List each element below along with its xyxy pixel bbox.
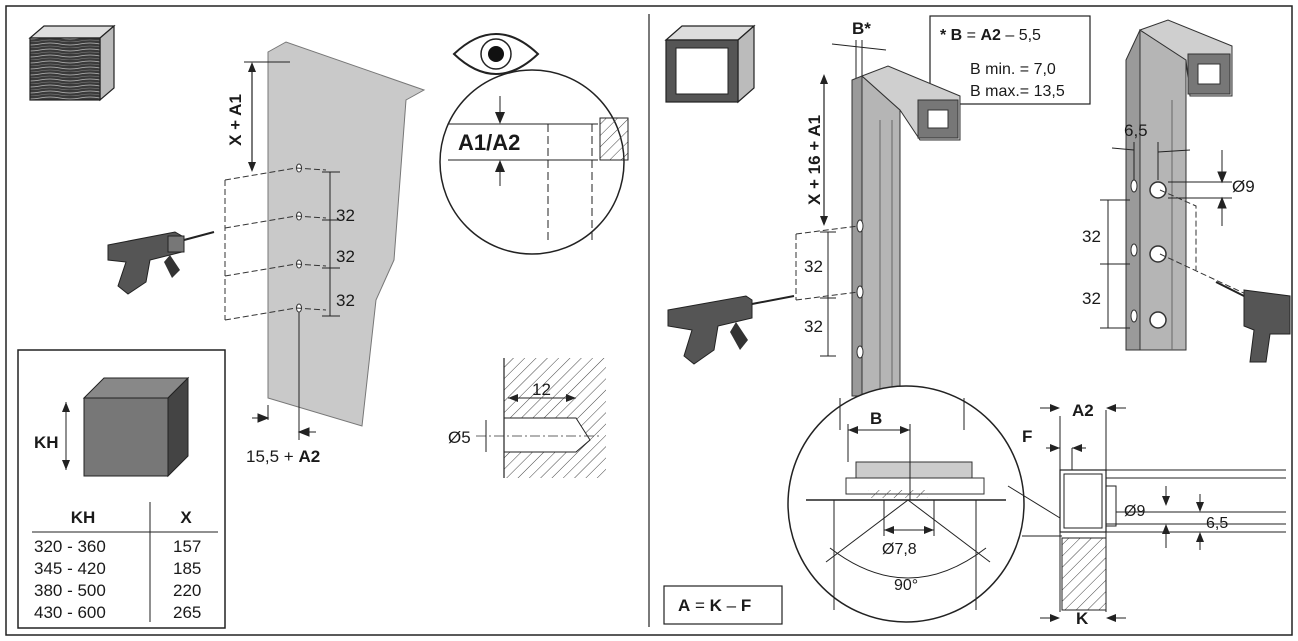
spacing-label-1: 32 (336, 206, 355, 225)
projection-lines-mid (795, 225, 859, 301)
spacing-dims-left (322, 171, 340, 317)
detail-circle-a1a2 (439, 69, 629, 255)
spacing-label-mid-1: 32 (804, 257, 823, 276)
spacing-label-3: 32 (336, 291, 355, 310)
side-panel (267, 41, 426, 427)
table-row-3-x: 220 (173, 581, 201, 600)
detail-d78-label: Ø7,8 (882, 541, 917, 558)
dim-x16a1-label: X + 16 + A1 (805, 115, 824, 205)
detail-label-a1a2: A1/A2 (458, 130, 520, 155)
hole-depth-label: 12 (532, 380, 551, 399)
b-min: B min. = 7,0 (970, 61, 1056, 78)
spacing-dims-mid (820, 231, 836, 357)
a-formula-box (663, 585, 783, 625)
table-header-x: X (180, 508, 192, 527)
b-formula: * B = A2 – 5,5 (940, 27, 1041, 44)
dim-65-top (1111, 142, 1191, 180)
spacing-dims-right (1100, 199, 1130, 329)
detail-circle-hinge (787, 385, 1025, 623)
kh-label: KH (34, 433, 59, 452)
frame-profile-right (1125, 19, 1233, 351)
section-f-label: F (1022, 427, 1032, 446)
kh-table-rows: 320 - 360 157 345 - 420 185 380 - 500 22… (34, 537, 201, 622)
b-formula-box (929, 15, 1091, 105)
projection-lines (224, 167, 327, 321)
leader-line (1007, 485, 1061, 519)
section-a2-label: A2 (1072, 401, 1094, 420)
table-row-1-kh: 320 - 360 (34, 537, 106, 556)
projection-lines-right (1159, 189, 1251, 297)
hole-section-detail (476, 358, 606, 478)
frame-profile-left (851, 65, 961, 397)
drill-icon (107, 231, 215, 295)
hole-diameter-label: Ø5 (448, 428, 471, 447)
spacing-label-right-1: 32 (1082, 227, 1101, 246)
outer-frame (5, 5, 1293, 636)
dim-d9-top-label: Ø9 (1232, 177, 1255, 196)
table-row-4-kh: 430 - 600 (34, 603, 106, 622)
b-star-label: B* (852, 19, 871, 38)
a-formula: A = K – F (678, 596, 751, 615)
section-view (1022, 404, 1286, 622)
drill-icon-3 (1215, 281, 1291, 363)
detail-b-label: B (870, 409, 882, 428)
dim-x-a1-label: X + A1 (226, 94, 245, 146)
table-row-2-x: 185 (173, 559, 201, 578)
wood-cabinet-icon (28, 24, 116, 102)
kh-cabinet-icon (62, 376, 190, 478)
dim-65-top-label: 6,5 (1124, 121, 1148, 140)
spacing-label-right-2: 32 (1082, 289, 1101, 308)
table-row-2-kh: 345 - 420 (34, 559, 106, 578)
b-max: B max.= 13,5 (970, 83, 1065, 100)
offset-dim (252, 312, 316, 440)
table-row-4-x: 265 (173, 603, 201, 622)
table-row-3-kh: 380 - 500 (34, 581, 106, 600)
eye-icon (452, 33, 540, 75)
table-row-1-x: 157 (173, 537, 201, 556)
section-d9-label: Ø9 (1124, 503, 1145, 520)
offset-dim-label: 15,5 + A2 (246, 447, 320, 466)
section-65-label: 6,5 (1206, 515, 1228, 532)
detail-angle-label: 90° (894, 577, 918, 594)
frame-cabinet-icon (664, 24, 756, 104)
drill-icon-2 (667, 295, 795, 365)
table-header-kh: KH (71, 508, 96, 527)
section-k-label: K (1076, 609, 1089, 628)
spacing-label-mid-2: 32 (804, 317, 823, 336)
spacing-label-2: 32 (336, 247, 355, 266)
